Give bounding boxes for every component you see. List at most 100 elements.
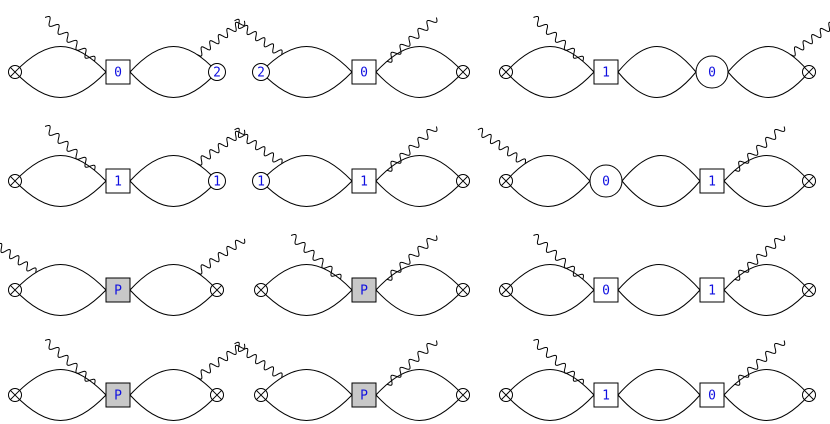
bubble-2	[617, 264, 701, 316]
cross-mark-icon	[10, 285, 20, 295]
photon-line	[290, 233, 342, 280]
left-bubble	[14, 155, 107, 207]
diagram-2: 02	[234, 17, 470, 98]
vertex-box	[699, 277, 725, 303]
vertex-label: 2	[213, 66, 221, 81]
box-label: P	[114, 389, 122, 404]
photon-line	[234, 18, 283, 55]
diagram-8: P	[254, 233, 470, 316]
circle-label: 0	[602, 175, 610, 190]
vertex-box	[351, 168, 377, 194]
right-bubble	[129, 264, 218, 316]
box-label: 1	[708, 284, 716, 299]
photon-line	[234, 127, 283, 164]
bubble-2	[617, 369, 701, 421]
left-bubble	[14, 264, 107, 316]
box-label: 1	[114, 175, 122, 190]
diagram-11: P	[234, 340, 470, 421]
photon-line	[533, 338, 584, 385]
box-label: P	[114, 284, 122, 299]
vertex-label: 1	[213, 175, 221, 190]
right-bubble	[375, 264, 464, 316]
photon-line	[533, 15, 584, 62]
box-label: P	[360, 389, 368, 404]
box-label: 0	[602, 284, 610, 299]
photon-line	[790, 21, 830, 57]
photon-line	[196, 343, 246, 380]
box-label: 1	[360, 175, 368, 190]
photon-line	[386, 235, 438, 281]
cross-mark-icon	[10, 390, 20, 400]
cross-mark-icon	[458, 67, 468, 77]
cross-mark-icon	[458, 390, 468, 400]
cross-mark-icon	[458, 285, 468, 295]
vertex-label: 1	[257, 175, 265, 190]
left-bubble	[14, 369, 107, 421]
diagram-7: P	[0, 238, 246, 316]
photon-line	[196, 129, 246, 166]
bubble-3	[723, 155, 810, 207]
left-bubble	[14, 46, 107, 98]
bubble-1	[505, 155, 591, 207]
vertex-box	[351, 277, 377, 303]
loop-circle	[589, 164, 623, 198]
vertex-box	[593, 382, 619, 408]
bubble-3	[727, 46, 810, 98]
photon-line	[44, 124, 96, 171]
vertex-box	[351, 382, 377, 408]
circle-label: 0	[708, 66, 716, 81]
vertex-box	[351, 59, 377, 85]
bubble-3	[723, 264, 810, 316]
right-bubble	[375, 369, 464, 421]
photon-line	[44, 15, 96, 62]
box-label: 0	[114, 66, 122, 81]
bubble-1	[505, 46, 595, 98]
box-label: 0	[708, 389, 716, 404]
photon-line	[196, 238, 246, 275]
photon-line	[44, 338, 96, 385]
vertex-box	[699, 382, 725, 408]
cross-mark-icon	[256, 285, 266, 295]
box-label: 1	[602, 66, 610, 81]
photon-line	[234, 341, 283, 378]
left-bubble	[260, 46, 353, 98]
vertex-box	[105, 277, 131, 303]
cross-mark-icon	[501, 390, 511, 400]
photon-line	[734, 340, 786, 386]
photon-line	[477, 127, 527, 164]
numbered-vertex	[252, 63, 270, 81]
loop-circle	[695, 55, 729, 89]
right-bubble	[375, 46, 464, 98]
bubble-1	[505, 264, 595, 316]
vertex-box	[593, 277, 619, 303]
cross-mark-icon	[256, 390, 266, 400]
vertex-box	[105, 168, 131, 194]
right-bubble	[129, 46, 218, 98]
right-bubble	[129, 155, 218, 207]
bubble-2	[621, 155, 701, 207]
vertex-label: 2	[257, 66, 265, 81]
cross-mark-icon	[804, 285, 814, 295]
cross-mark-icon	[212, 285, 222, 295]
bubble-3	[723, 369, 810, 421]
vertex-box	[105, 382, 131, 408]
photon-line	[386, 126, 438, 172]
photon-line	[386, 340, 438, 386]
box-label: 0	[360, 66, 368, 81]
cross-mark-icon	[804, 67, 814, 77]
bubble-2	[617, 46, 697, 98]
numbered-vertex	[208, 172, 226, 190]
cross-mark-icon	[10, 67, 20, 77]
photon-line	[0, 242, 37, 273]
numbered-vertex	[208, 63, 226, 81]
bubble-1	[505, 369, 595, 421]
photon-line	[734, 235, 786, 281]
photon-line	[533, 233, 584, 280]
left-bubble	[260, 369, 353, 421]
vertex-box	[593, 59, 619, 85]
